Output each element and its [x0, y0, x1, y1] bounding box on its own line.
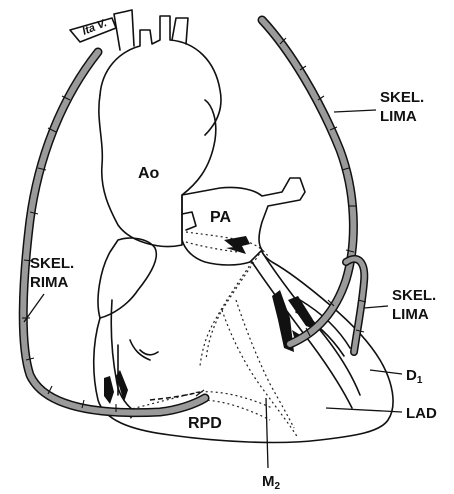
pa-stenosis-mark	[224, 236, 250, 254]
pa-left-branch	[181, 211, 197, 231]
obtuse-marginal-dotted-2	[235, 299, 295, 429]
aortic-arch	[99, 15, 222, 136]
left-subclavian-artery	[171, 17, 189, 45]
skel-lima-graft-top	[257, 15, 358, 349]
rima-suture-ticks	[22, 95, 205, 412]
skel-rima-label-1: SKEL.	[30, 255, 74, 272]
skel-lima-side-fill	[343, 256, 367, 355]
lad-stenosis-mark	[272, 290, 318, 352]
rca-dotted	[127, 391, 273, 411]
m2-label-sub: 2	[275, 481, 281, 492]
pa-trunk	[181, 177, 306, 266]
native-coronaries	[127, 231, 299, 439]
rima-anastomosis	[149, 391, 201, 401]
skel-lima-top-fill	[259, 17, 357, 347]
lima-top-suture-ticks	[279, 37, 356, 337]
inferior-vena-cava	[117, 339, 159, 396]
rpd-label: RPD	[188, 415, 222, 432]
left-main-dotted	[185, 231, 269, 257]
innominate-artery	[113, 9, 135, 51]
skel-lima-top-label-1: SKEL.	[380, 89, 424, 106]
d1-label-main: D	[406, 367, 417, 384]
stenosis-marks	[104, 236, 318, 404]
rima-leader	[23, 293, 45, 323]
ita-vein-outline	[69, 17, 117, 43]
obtuse-marginal-dotted	[221, 309, 299, 439]
d1-leader	[369, 369, 403, 375]
m2-label: M2	[262, 473, 281, 492]
skel-rima-graft-fill	[20, 49, 208, 416]
ita-vein: Ita V.	[69, 17, 117, 43]
circumflex-dotted	[205, 249, 263, 361]
pulmonary-artery	[181, 177, 306, 266]
ascending-aorta	[98, 94, 217, 248]
skel-lima-graft-side	[342, 255, 369, 356]
skel-lima-top-label-2: LIMA	[380, 108, 417, 125]
lima-side-leader	[363, 305, 389, 309]
leader-lines	[23, 109, 403, 469]
left-main-dotted-2	[185, 241, 239, 253]
skel-lima-side-label-2: LIMA	[392, 306, 429, 323]
pa-label: PA	[210, 209, 231, 226]
lima-top-leader	[333, 109, 377, 113]
d1-label-sub: 1	[417, 375, 423, 386]
skel-lima-side-label-1: SKEL.	[392, 287, 436, 304]
rca-stenosis-mark	[104, 370, 128, 404]
lad-artery-inner	[251, 261, 353, 409]
m2-leader	[265, 397, 269, 469]
great-vessels	[98, 9, 222, 248]
right-atrium	[97, 237, 157, 319]
ao-label: Ao	[138, 165, 160, 182]
skel-rima-graft	[18, 47, 210, 418]
m2-label-main: M	[262, 473, 275, 490]
labels: Ao PA SKEL. LIMA SKEL. RIMA SKEL. LIMA D…	[30, 89, 437, 492]
d1-label: D1	[406, 367, 423, 386]
lad-leader	[325, 407, 403, 413]
circumflex-dotted-2	[199, 261, 253, 367]
skel-rima-label-2: RIMA	[30, 274, 68, 291]
ita-v-label: Ita V.	[81, 17, 109, 38]
lad-label: LAD	[406, 405, 437, 422]
